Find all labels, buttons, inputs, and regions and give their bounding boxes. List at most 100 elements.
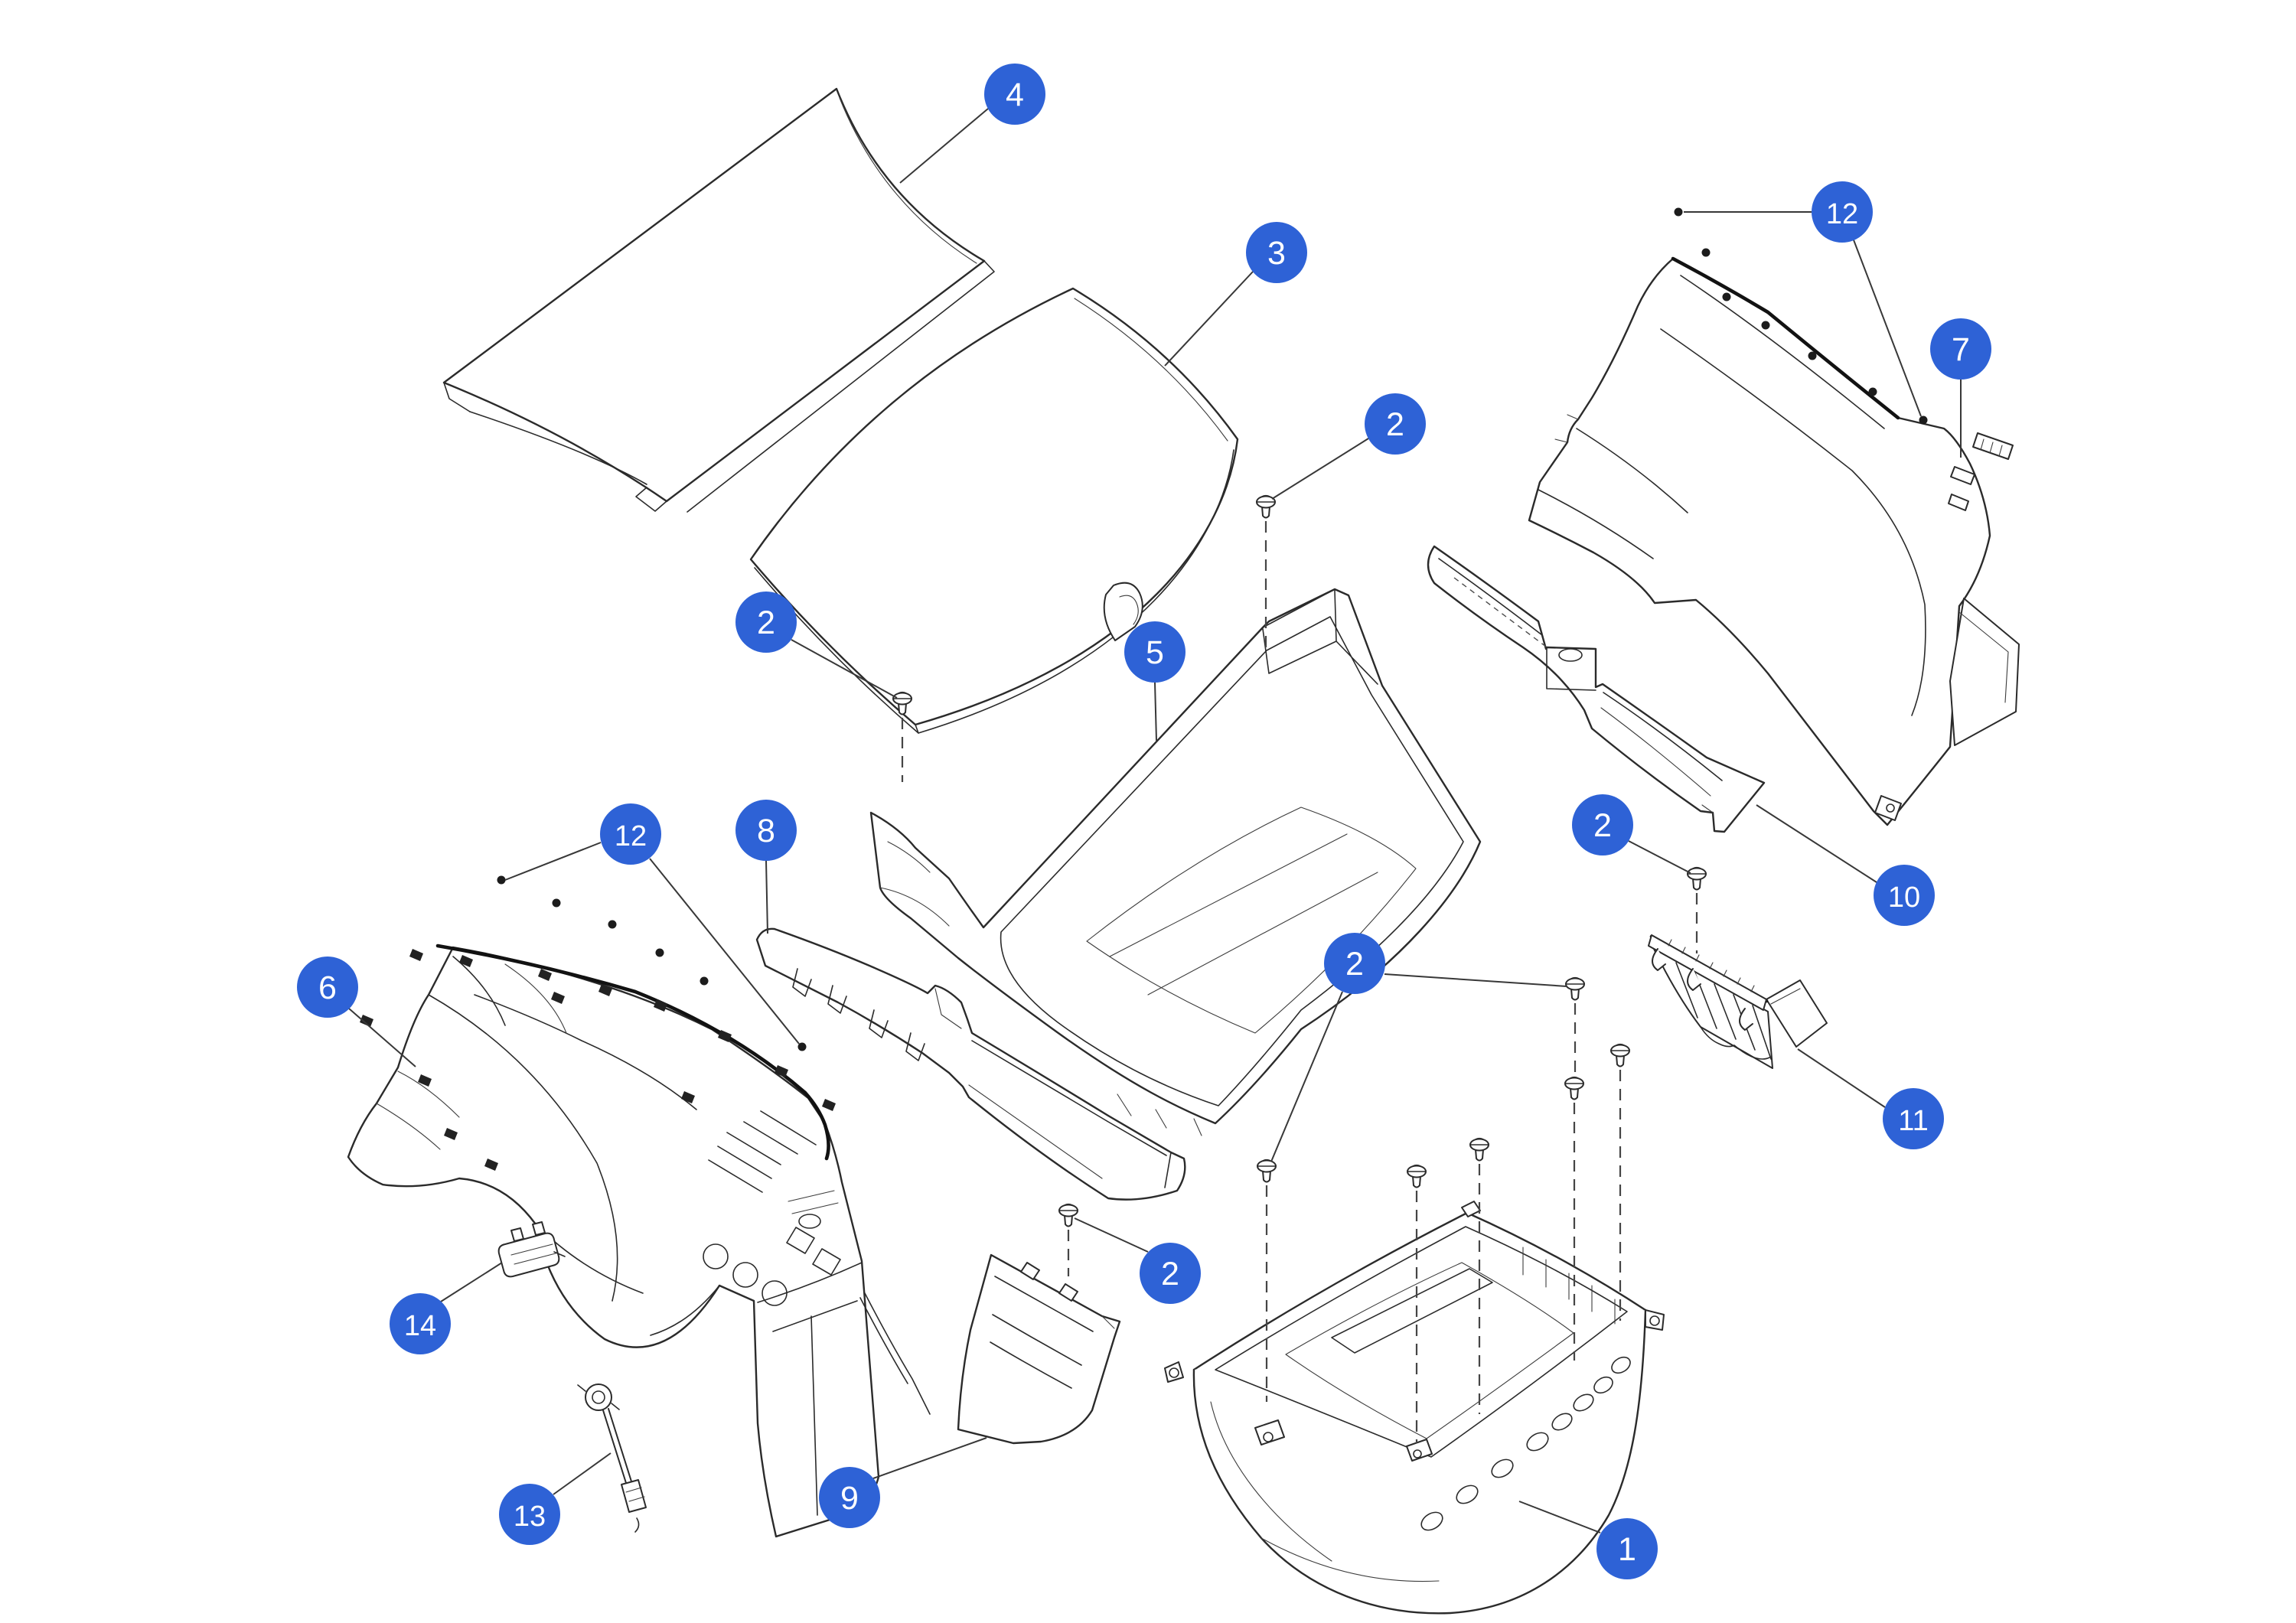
screw-fastener-icon: [1469, 1137, 1489, 1162]
part-10-sill-trim[interactable]: [1427, 545, 1766, 833]
part-6-left-quarter-trim[interactable]: [347, 943, 931, 1538]
callout-number: 7: [1952, 331, 1970, 368]
callout-badge-2[interactable]: 2: [735, 592, 898, 699]
callout-number: 2: [1593, 807, 1612, 844]
callout-number: 12: [1826, 198, 1858, 230]
part-8-sill-scuff-strip[interactable]: [755, 927, 1186, 1201]
callout-number: 6: [318, 970, 337, 1006]
callout-circle[interactable]: [1572, 794, 1633, 855]
clip-fastener-dot: [1919, 416, 1928, 425]
callout-badge-4[interactable]: 4: [899, 64, 1045, 184]
callout-leader-line: [440, 1262, 503, 1302]
callout-circle[interactable]: [1140, 1243, 1201, 1304]
callout-circle[interactable]: [984, 64, 1045, 125]
callout-number: 9: [840, 1480, 859, 1517]
callout-circle[interactable]: [735, 592, 797, 653]
callout-circle[interactable]: [819, 1467, 880, 1528]
part-3-load-floor-panel[interactable]: [749, 287, 1239, 734]
callout-leader-line: [649, 858, 800, 1045]
callout-circle[interactable]: [1324, 933, 1385, 994]
callout-circle[interactable]: [499, 1484, 560, 1545]
callout-leader-line: [348, 1008, 416, 1067]
callout-leader-line: [1518, 1501, 1601, 1533]
callout-badge-10[interactable]: 10: [1756, 804, 1935, 926]
callout-circle[interactable]: [1930, 318, 1991, 380]
clip-fastener-dot: [497, 875, 506, 885]
callout-leader-line: [1852, 237, 1922, 417]
screw-fastener-icon: [1610, 1043, 1630, 1067]
callout-badge-14[interactable]: 14: [390, 1262, 503, 1354]
callout-badge-12[interactable]: 12: [504, 803, 800, 1045]
callout-number: 3: [1267, 235, 1286, 272]
callout-number: 13: [514, 1501, 546, 1533]
clip-fastener-dots: [497, 207, 1928, 1051]
clip-fastener-dot: [797, 1042, 807, 1051]
callout-circle[interactable]: [1883, 1088, 1944, 1149]
callout-leader-line: [553, 1452, 612, 1495]
callout-badge-2[interactable]: 2: [1074, 1217, 1201, 1304]
callout-circle[interactable]: [297, 957, 358, 1018]
callout-circle[interactable]: [390, 1293, 451, 1354]
screw-fastener-icon: [1058, 1203, 1078, 1227]
callout-badge-5[interactable]: 5: [1124, 621, 1186, 741]
callout-number: 14: [404, 1310, 436, 1342]
part-14-clip-bracket[interactable]: [497, 1221, 566, 1278]
callout-badge-12[interactable]: 12: [1684, 181, 1922, 417]
callout-circle[interactable]: [1124, 621, 1186, 683]
callout-circle[interactable]: [1596, 1518, 1658, 1579]
callout-leader-line: [791, 639, 898, 699]
callout-badge-7[interactable]: 7: [1930, 318, 1991, 458]
callout-badge-6[interactable]: 6: [297, 957, 416, 1067]
clip-fastener-dot: [608, 920, 617, 929]
clip-fastener-dot: [1701, 248, 1711, 257]
callout-leader-line: [872, 1437, 987, 1479]
callout-number: 4: [1006, 77, 1024, 113]
callout-leader-line: [504, 842, 602, 881]
clip-fastener-dot: [655, 948, 664, 957]
callout-leader-line: [1628, 840, 1691, 874]
part-5-trunk-liner[interactable]: [869, 588, 1482, 1136]
callout-number: 12: [615, 820, 647, 852]
callout-circle[interactable]: [1812, 181, 1873, 243]
callout-circle[interactable]: [1874, 865, 1935, 926]
callout-number: 10: [1888, 882, 1920, 914]
screw-fastener-icon: [1257, 1159, 1277, 1183]
callout-number: 11: [1898, 1105, 1928, 1137]
part-13-release-cable[interactable]: [577, 1383, 647, 1533]
part-7-quarter-trim-panel[interactable]: [1528, 256, 2020, 826]
callout-leader-line: [1074, 1217, 1149, 1253]
clip-fastener-dot: [552, 898, 561, 908]
callout-badge-11[interactable]: 11: [1797, 1048, 1944, 1149]
callout-badge-8[interactable]: 8: [735, 800, 797, 934]
clip-fastener-dot: [1868, 387, 1877, 396]
callout-number: 1: [1618, 1531, 1636, 1568]
callout-leader-line: [1384, 973, 1567, 987]
callout-badge-13[interactable]: 13: [499, 1452, 612, 1545]
callout-number: 2: [1161, 1256, 1179, 1292]
callout-badge-2[interactable]: 2: [1572, 794, 1691, 874]
clip-fastener-dot: [700, 976, 709, 986]
callout-circle[interactable]: [600, 803, 661, 865]
part-4-parcel-shelf-panel[interactable]: [442, 87, 995, 513]
callout-circle[interactable]: [735, 800, 797, 861]
callout-circle[interactable]: [1365, 393, 1426, 455]
callout-number: 5: [1146, 634, 1164, 671]
clip-fastener-dot: [1808, 351, 1817, 360]
callout-leader-line: [765, 860, 768, 934]
callout-leader-line: [1154, 682, 1157, 741]
callout-badge-2[interactable]: 2: [1270, 933, 1567, 1162]
callout-badge-3[interactable]: 3: [1164, 222, 1307, 367]
callout-circle[interactable]: [1246, 222, 1307, 283]
callout-leader-line: [1756, 804, 1877, 883]
callout-badge-1[interactable]: 1: [1518, 1501, 1658, 1579]
callout-badge-2[interactable]: 2: [1271, 393, 1426, 500]
part-1-trunk-storage-tub[interactable]: [1164, 1201, 1665, 1615]
callout-leader-line: [899, 108, 989, 184]
screw-fastener-icon: [1564, 1076, 1584, 1100]
part-9-corner-trim[interactable]: [957, 1253, 1121, 1445]
screw-fastener-icon: [1565, 976, 1585, 1001]
callout-leader-line: [1270, 991, 1343, 1162]
callout-badge-9[interactable]: 9: [819, 1437, 987, 1528]
part-11-vent-grille[interactable]: [1648, 934, 1828, 1069]
